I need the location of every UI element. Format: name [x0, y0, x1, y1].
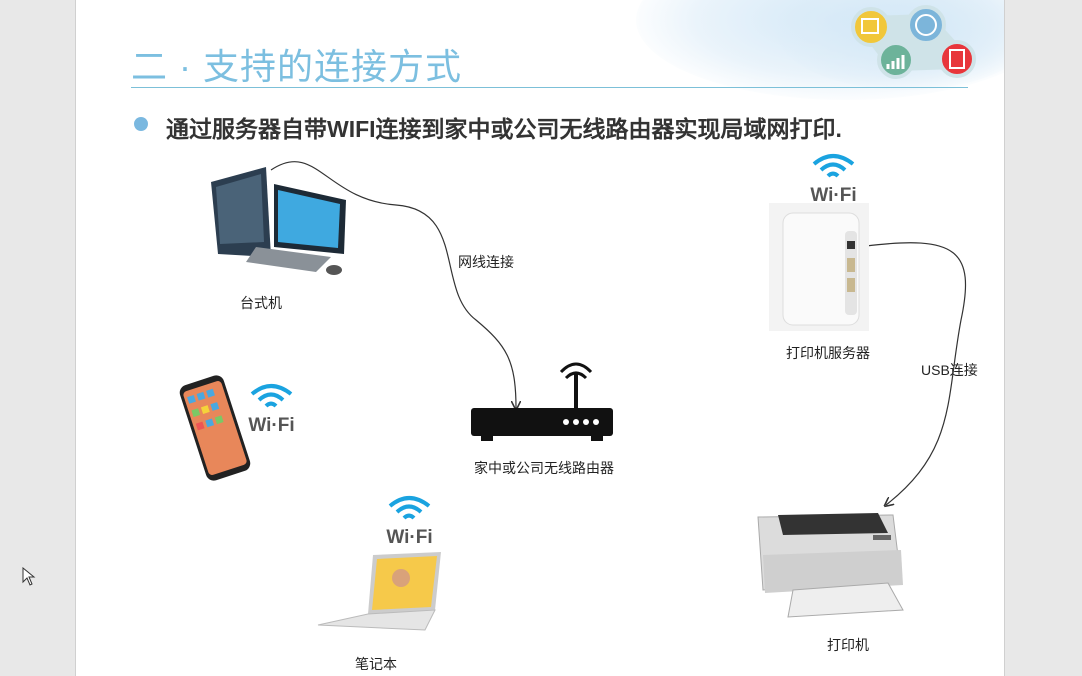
label-router: 家中或公司无线路由器	[474, 460, 614, 476]
wifi-icon-server: Wi·Fi	[806, 150, 861, 207]
router-image	[471, 362, 613, 441]
mouse-cursor-icon	[22, 567, 36, 586]
slide: 二 · 支持的连接方式 通过服务器自带WIFI连接到家中或公司无线路由器实现局域…	[75, 0, 1005, 676]
label-cable: 网线连接	[458, 254, 514, 270]
bullet-text: 通过服务器自带WIFI连接到家中或公司无线路由器实现局域网打印.	[166, 116, 842, 142]
slide-title: 二 · 支持的连接方式	[131, 46, 462, 87]
bullet-icon	[134, 117, 148, 131]
connectivity-logo	[851, 5, 976, 79]
label-laptop: 笔记本	[355, 656, 397, 672]
printer-image	[757, 513, 904, 618]
label-printer: 打印机	[827, 637, 869, 653]
wifi-icon-phone: Wi·Fi	[244, 380, 299, 437]
label-print-server: 打印机服务器	[786, 345, 870, 361]
label-usb: USB连接	[921, 362, 978, 378]
laptop-image	[317, 552, 441, 631]
print-server-image	[769, 203, 869, 331]
connection-lines	[270, 161, 967, 676]
title-divider	[131, 87, 968, 88]
desktop-computer-image	[211, 167, 346, 275]
smartphone-image	[179, 375, 251, 481]
wifi-icon-laptop: Wi·Fi	[382, 492, 437, 549]
label-desktop: 台式机	[240, 295, 282, 311]
